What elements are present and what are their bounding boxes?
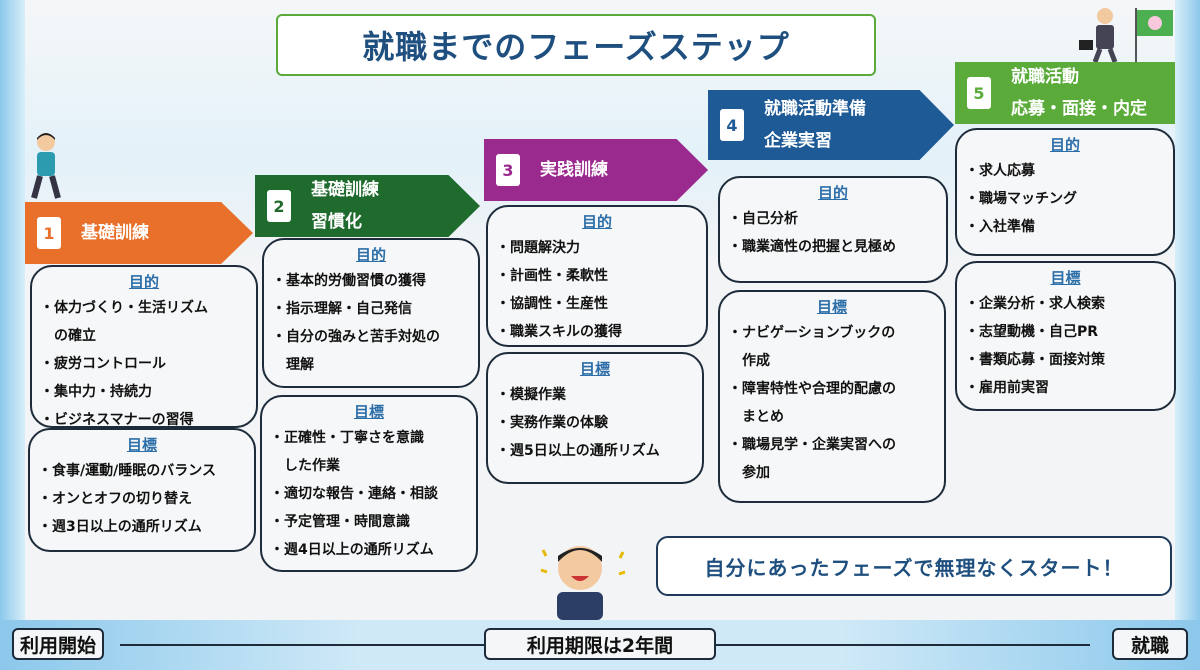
purpose-item: ・指示理解・自己発信 (272, 301, 412, 317)
goal-item: ・職場見学・企業実習への (728, 437, 896, 453)
step-2-purpose-box: 目的・基本的労働習慣の獲得・指示理解・自己発信・自分の強みと苦手対処の 理解 (262, 238, 480, 388)
goal-item: ・企業分析・求人検索 (965, 296, 1105, 312)
purpose-item: ・ビジネスマナーの習得 (40, 412, 194, 428)
step-3-header: 3 実践訓練 (484, 139, 708, 201)
timeline-start-label: 利用開始 (12, 628, 105, 660)
goal-item: ・食事/運動/睡眠のバランス (38, 463, 216, 479)
goal-item: ・障害特性や合理的配慮の (728, 381, 896, 397)
purpose-heading: 目的 (581, 213, 612, 231)
step-title: 応募・面接・内定 (1011, 99, 1147, 119)
purpose-item: ・職場マッチング (965, 191, 1077, 207)
goal-heading: 目標 (816, 298, 847, 316)
purpose-heading: 目的 (817, 184, 848, 202)
purpose-item: ・入社準備 (965, 219, 1035, 235)
goal-item: 参加 (728, 465, 770, 481)
step-number-badge: 2 (267, 190, 291, 222)
purpose-item: ・問題解決力 (496, 240, 580, 256)
timeline-duration-label: 利用期限は2年間 (484, 628, 716, 660)
purpose-item: の確立 (40, 328, 96, 344)
purpose-item: ・疲労コントロール (40, 356, 166, 372)
goal-item: まとめ (728, 409, 784, 425)
walking-person-icon (24, 130, 68, 206)
goal-item: ・雇用前実習 (965, 380, 1049, 396)
goal-item: ・オンとオフの切り替え (38, 491, 192, 507)
purpose-item: ・基本的労働習慣の獲得 (272, 273, 426, 289)
goal-item: ・週3日以上の通所リズム (38, 519, 202, 535)
goal-heading: 目標 (579, 360, 610, 378)
goal-item: ・予定管理・時間意識 (270, 514, 410, 530)
goal-item: 作成 (728, 353, 770, 369)
purpose-heading: 目的 (1049, 136, 1080, 154)
purpose-item: ・集中力・持続力 (40, 384, 152, 400)
step-2-goal-box: 目標・正確性・丁寧さを意識 した作業・適切な報告・連絡・相談・予定管理・時間意識… (260, 395, 478, 572)
goal-item: ・週5日以上の通所リズム (496, 443, 660, 459)
goal-item: ・適切な報告・連絡・相談 (270, 486, 438, 502)
cheering-man-icon (535, 540, 635, 624)
step-1-goal-box: 目標・食事/運動/睡眠のバランス・オンとオフの切り替え・週3日以上の通所リズム (28, 428, 256, 552)
purpose-item: ・計画性・柔軟性 (496, 268, 608, 284)
goal-item: ・志望動機・自己PR (965, 324, 1099, 340)
goal-item: ・実務作業の体験 (496, 415, 608, 431)
step-4-purpose-box: 目的・自己分析・職業適性の把握と見極め (718, 176, 948, 283)
goal-heading: 目標 (353, 403, 384, 421)
step-number-badge: 4 (720, 109, 744, 141)
purpose-heading: 目的 (355, 246, 386, 264)
purpose-item: ・自己分析 (728, 211, 798, 227)
step-number-badge: 3 (496, 154, 520, 186)
step-4-goal-box: 目標・ナビゲーションブックの 作成・障害特性や合理的配慮の まとめ・職場見学・企… (718, 290, 946, 503)
step-number-badge: 5 (967, 77, 991, 109)
goal-item: ・正確性・丁寧さを意識 (270, 430, 424, 446)
purpose-item: ・協調性・生産性 (496, 296, 608, 312)
step-title: 実践訓練 (540, 160, 608, 180)
goal-heading: 目標 (1050, 269, 1081, 287)
step-title: 基礎訓練 (81, 223, 149, 243)
step-title: 企業実習 (764, 131, 832, 151)
timeline-end-label: 就職 (1112, 628, 1188, 660)
purpose-heading: 目的 (128, 273, 159, 291)
goal-item: ・週4日以上の通所リズム (270, 542, 434, 558)
step-1-header: 1 基礎訓練 (25, 202, 253, 264)
step-title: 習慣化 (311, 212, 362, 232)
purpose-item: ・体力づくり・生活リズム (40, 300, 208, 316)
goal-heading: 目標 (126, 436, 157, 454)
purpose-item: ・職業適性の把握と見極め (728, 239, 896, 255)
goal-item: した作業 (270, 458, 340, 474)
purpose-item: ・自分の強みと苦手対処の (272, 329, 440, 345)
step-3-goal-box: 目標・模擬作業・実務作業の体験・週5日以上の通所リズム (486, 352, 704, 484)
purpose-item: 理解 (272, 357, 314, 373)
speech-bubble: 自分にあったフェーズで無理なくスタート！ (656, 536, 1172, 596)
step-5-header: 5 就職活動応募・面接・内定 (955, 62, 1175, 124)
goal-item: ・模擬作業 (496, 387, 566, 403)
purpose-item: ・職業スキルの獲得 (496, 324, 622, 340)
purpose-item: ・求人応募 (965, 163, 1035, 179)
step-2-header: 2 基礎訓練習慣化 (255, 175, 480, 237)
goal-item: ・ナビゲーションブックの (728, 325, 896, 341)
step-3-purpose-box: 目的・問題解決力・計画性・柔軟性・協調性・生産性・職業スキルの獲得 (486, 205, 708, 347)
step-title: 就職活動準備 (764, 99, 866, 119)
step-4-header: 4 就職活動準備企業実習 (708, 90, 954, 160)
step-title: 基礎訓練 (311, 180, 379, 200)
step-title: 就職活動 (1011, 67, 1079, 87)
step-5-purpose-box: 目的・求人応募・職場マッチング・入社準備 (955, 128, 1175, 256)
step-5-goal-box: 目標・企業分析・求人検索・志望動機・自己PR ・書類応募・面接対策・雇用前実習 (955, 261, 1176, 411)
page-title: 就職までのフェーズステップ (276, 14, 876, 76)
step-1-purpose-box: 目的・体力づくり・生活リズム の確立・疲労コントロール・集中力・持続力・ビジネス… (30, 265, 258, 428)
businessman-flag-icon (1075, 4, 1185, 66)
step-number-badge: 1 (37, 217, 61, 249)
goal-item: ・書類応募・面接対策 (965, 352, 1105, 368)
